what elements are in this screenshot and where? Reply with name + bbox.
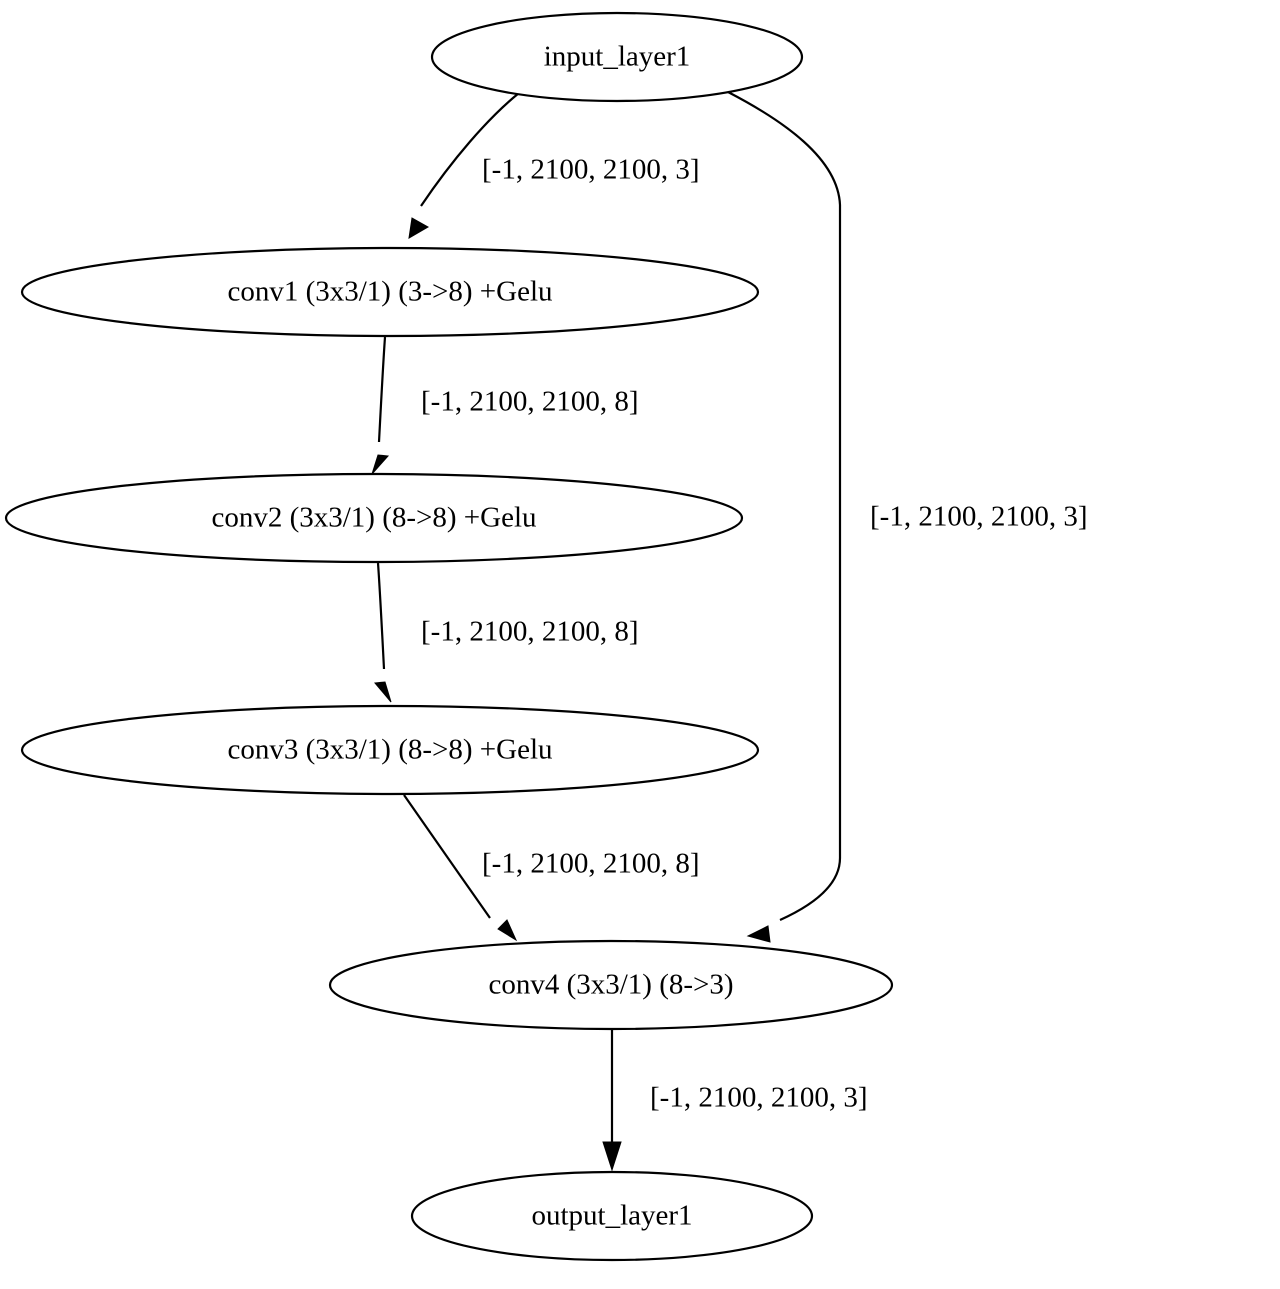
node-output_layer1[interactable]: output_layer1: [410, 1170, 814, 1262]
node-conv3[interactable]: conv3 (3x3/1) (8->8) +Gelu: [20, 704, 760, 796]
node-label-conv2: conv2 (3x3/1) (8->8) +Gelu: [211, 502, 536, 534]
node-input_layer1[interactable]: input_layer1: [430, 11, 804, 103]
node-shape-conv2: [4, 472, 744, 564]
edge-label-conv1-to-conv2: [-1, 2100, 2100, 8]: [421, 386, 638, 418]
edge-label-conv2-to-conv3: [-1, 2100, 2100, 8]: [421, 616, 638, 648]
edge-path: [376, 562, 386, 670]
node-label-conv4: conv4 (3x3/1) (8->3): [488, 969, 733, 1001]
edge-conv3-conv4[interactable]: [-1, 2100, 2100, 8]: [403, 794, 699, 942]
node-conv4[interactable]: conv4 (3x3/1) (8->3): [328, 939, 894, 1031]
arrowhead-icon: [497, 919, 518, 942]
edge-label-conv4-to-output: [-1, 2100, 2100, 3]: [650, 1082, 867, 1114]
arrowhead-icon: [371, 454, 390, 475]
edge-conv2-conv3[interactable]: [-1, 2100, 2100, 8]: [374, 562, 638, 703]
node-label-conv1: conv1 (3x3/1) (3->8) +Gelu: [227, 276, 552, 308]
edge-conv4-output_layer1[interactable]: [-1, 2100, 2100, 3]: [602, 1030, 867, 1172]
node-shape-conv4: [328, 939, 894, 1031]
node-shape-conv3: [20, 704, 760, 796]
node-conv2[interactable]: conv2 (3x3/1) (8->8) +Gelu: [4, 472, 744, 564]
edge-path: [420, 92, 520, 207]
arrowhead-icon: [602, 1141, 622, 1172]
edge-label-skip-input-to-conv4: [-1, 2100, 2100, 3]: [870, 501, 1087, 533]
node-label-input_layer1: input_layer1: [544, 41, 691, 73]
node-shape-conv1: [20, 246, 760, 338]
edge-conv1-conv2[interactable]: [-1, 2100, 2100, 8]: [371, 336, 638, 475]
edge-label-conv3-to-conv4: [-1, 2100, 2100, 8]: [482, 848, 699, 880]
edge-path: [403, 794, 491, 919]
edge-path: [377, 336, 387, 443]
edge-input_layer1-conv4[interactable]: [-1, 2100, 2100, 3]: [727, 91, 1087, 943]
node-shape-input_layer1: [430, 11, 804, 103]
arrowhead-icon: [408, 217, 430, 239]
edge-path: [727, 91, 842, 922]
node-label-conv3: conv3 (3x3/1) (8->8) +Gelu: [227, 734, 552, 766]
node-conv1[interactable]: conv1 (3x3/1) (3->8) +Gelu: [20, 246, 760, 338]
edge-label-input-to-conv1: [-1, 2100, 2100, 3]: [482, 154, 699, 186]
edge-input_layer1-conv1[interactable]: [-1, 2100, 2100, 3]: [408, 92, 699, 239]
arrowhead-icon: [374, 681, 392, 703]
node-shape-output_layer1: [410, 1170, 814, 1262]
arrowhead-icon: [746, 925, 771, 943]
node-label-output_layer1: output_layer1: [531, 1200, 692, 1232]
